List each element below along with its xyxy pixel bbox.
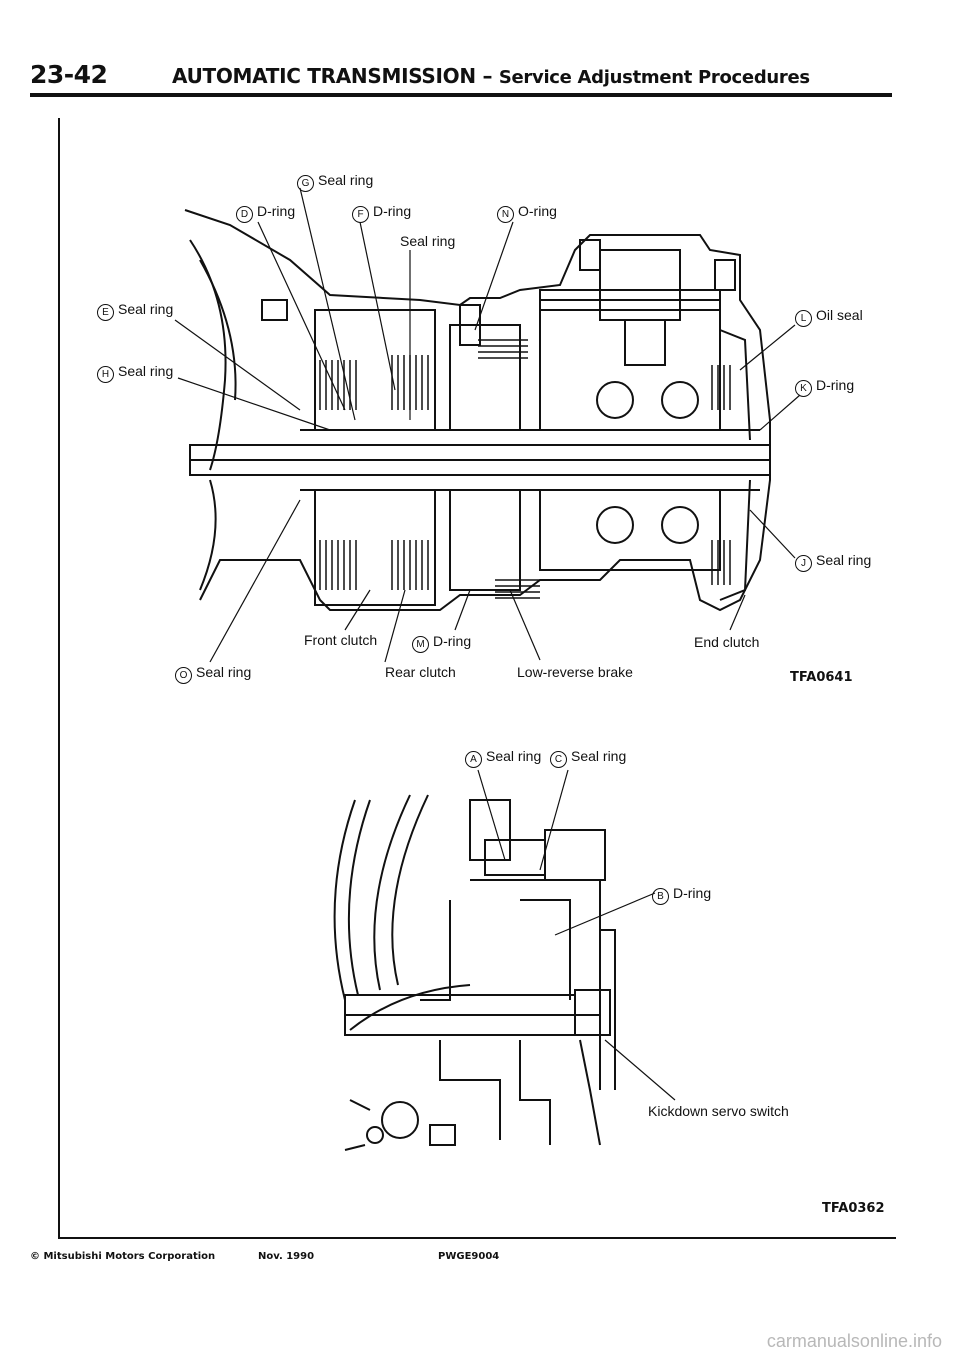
callout-letter-m: M: [412, 636, 429, 653]
callout-letter-d: D: [236, 206, 253, 223]
watermark: carmanualsonline.info: [766, 1331, 942, 1351]
label-text: Seal ring: [318, 172, 374, 188]
label-text: Seal ring: [816, 552, 872, 568]
callout-letter-o: O: [175, 667, 192, 684]
footer-date: Nov. 1990: [258, 1251, 315, 1262]
callout-letter-f: F: [352, 206, 369, 223]
callout-letter-h: H: [97, 366, 114, 383]
label-text: Seal ring: [571, 748, 627, 764]
label-text: D-ring: [816, 377, 855, 393]
label-text: D-ring: [433, 633, 472, 649]
footer-copyright: © Mitsubishi Motors Corporation: [30, 1251, 216, 1262]
callout-letter-l: L: [795, 310, 812, 327]
footer-doc-code: PWGE9004: [438, 1251, 500, 1262]
label-text: Oil seal: [816, 307, 863, 323]
label-text: D-ring: [373, 203, 412, 219]
frame-bottom-border: [58, 1237, 896, 1239]
section-title: AUTOMATIC TRANSMISSION – Service Adjustm…: [172, 64, 810, 88]
label-text: D-ring: [257, 203, 296, 219]
figure-code-2: TFA0362: [822, 1201, 885, 1216]
page-header: 23-42 AUTOMATIC TRANSMISSION – Service A…: [30, 58, 892, 92]
label-low-reverse-brake: Low-reverse brake: [517, 664, 633, 680]
figure-code-1: TFA0641: [790, 670, 853, 685]
frame-left-border: [58, 118, 60, 1238]
title-separator: –: [482, 64, 493, 88]
subsection-name: Service Adjustment Procedures: [498, 67, 810, 88]
label-front-clutch: Front clutch: [304, 632, 378, 648]
callout-letter-b: B: [652, 888, 669, 905]
label-text: D-ring: [673, 885, 712, 901]
label-end-clutch: End clutch: [694, 634, 760, 650]
label-text: Seal ring: [196, 664, 252, 680]
label-rear-clutch: Rear clutch: [385, 664, 456, 680]
label-text: Seal ring: [118, 301, 174, 317]
section-name: AUTOMATIC TRANSMISSION: [172, 64, 476, 88]
callout-letter-n: N: [497, 206, 514, 223]
label-text: Seal ring: [486, 748, 542, 764]
callout-letter-j: J: [795, 555, 812, 572]
header-rule: [30, 93, 892, 97]
callout-letter-g: G: [297, 175, 314, 192]
label-text: Seal ring: [118, 363, 174, 379]
label-kickdown-servo-switch: Kickdown servo switch: [648, 1103, 789, 1119]
label-seal-ring-plain: Seal ring: [400, 233, 456, 249]
label-text: O-ring: [518, 203, 557, 219]
callout-letter-a: A: [465, 751, 482, 768]
callout-letter-e: E: [97, 304, 114, 321]
callout-letter-k: K: [795, 380, 812, 397]
callout-letter-c: C: [550, 751, 567, 768]
page-number: 23-42: [30, 60, 108, 89]
